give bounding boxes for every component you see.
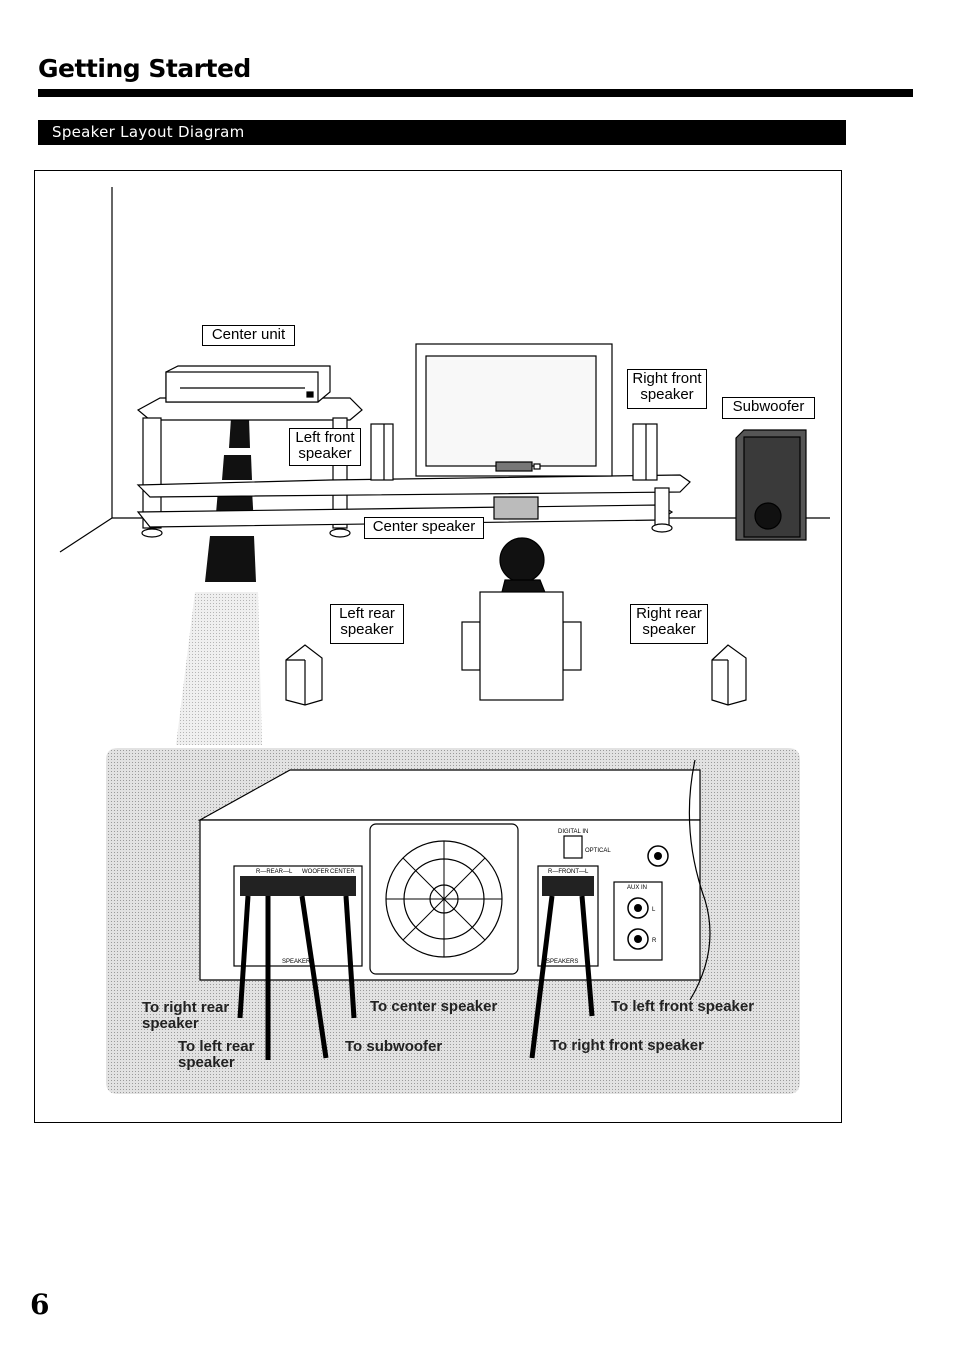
speakers-label-left: SPEAKERS	[282, 959, 314, 965]
subwoofer-shape	[735, 429, 807, 541]
digital-in-label: DIGITAL IN	[558, 829, 588, 835]
left-front-speaker-shape	[370, 423, 394, 481]
page-title: Getting Started	[38, 54, 251, 83]
optical-label: OPTICAL	[585, 848, 611, 854]
to-subwoofer-label: To subwoofer	[345, 1038, 443, 1055]
left-front-speaker-label: Left front speaker	[289, 428, 361, 466]
page-number: 6	[30, 1288, 50, 1321]
right-front-speaker-label: Right front speaker	[627, 369, 707, 409]
aux-r-label: R	[652, 938, 657, 944]
center-speaker-shape	[493, 496, 539, 520]
right-rear-speaker-label: Right rear speaker	[630, 604, 708, 644]
woofer-terminal-label: WOOFER	[302, 869, 330, 875]
rear-panel-inset: R—REAR—L WOOFER CENTER R—FRONT—L SPEAKER…	[106, 748, 800, 1094]
front-terminals-label: R—FRONT—L	[548, 869, 589, 875]
title-rule	[38, 89, 913, 97]
right-front-speaker-shape	[632, 423, 658, 481]
television	[415, 343, 613, 477]
center-unit-label: Center unit	[202, 325, 295, 346]
signal-beam	[176, 418, 262, 745]
tv-stand	[136, 397, 691, 538]
aux-l-label: L	[652, 907, 656, 913]
center-unit-device	[165, 365, 331, 403]
section-heading-bar: Speaker Layout Diagram	[38, 120, 846, 145]
right-rear-speaker-shape	[711, 644, 747, 706]
to-right-rear-label: To right rear speaker	[142, 999, 230, 1032]
section-heading: Speaker Layout Diagram	[52, 123, 245, 141]
listener-with-chair	[461, 537, 582, 701]
center-terminal-label: CENTER	[330, 869, 355, 875]
subwoofer-label: Subwoofer	[722, 397, 815, 419]
to-left-front-speaker-label: To left front speaker	[611, 998, 755, 1015]
speakers-label-right: SPEAKERS	[546, 959, 578, 965]
to-left-rear-label: To left rear speaker	[178, 1038, 255, 1071]
to-center-speaker-label: To center speaker	[370, 998, 498, 1015]
rear-terminals-label: R—REAR—L	[256, 869, 293, 875]
diagram-frame	[34, 170, 842, 1123]
aux-in-label: AUX IN	[627, 885, 647, 891]
left-rear-speaker-label: Left rear speaker	[330, 604, 404, 644]
left-rear-speaker-shape	[285, 644, 323, 706]
to-right-front-speaker-label: To right front speaker	[550, 1037, 704, 1054]
center-speaker-label: Center speaker	[364, 517, 484, 539]
